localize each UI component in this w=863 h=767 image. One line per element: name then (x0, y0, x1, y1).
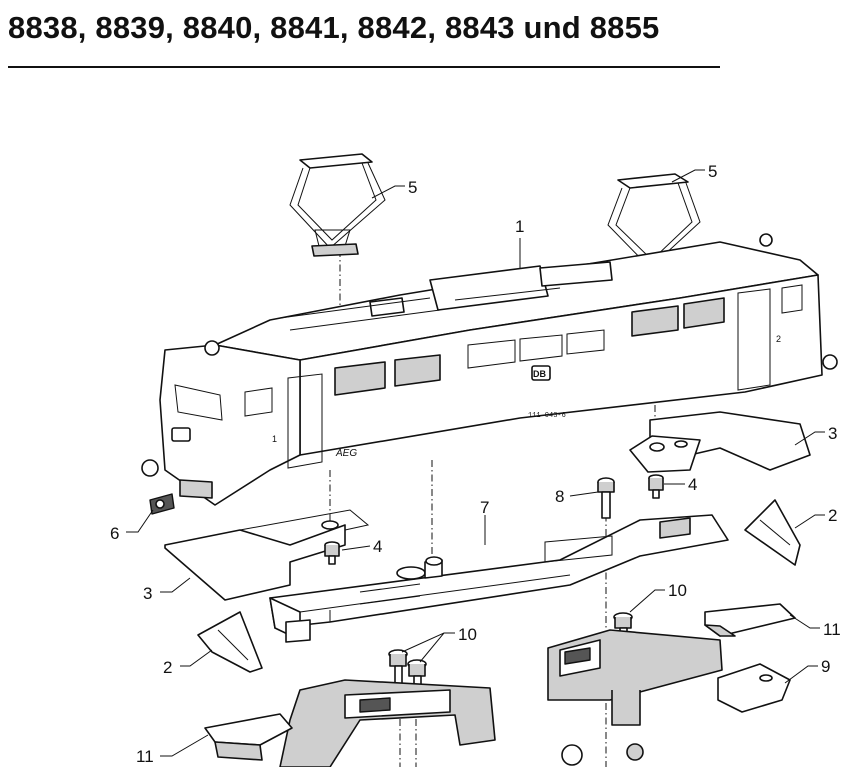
truck-right (547, 629, 723, 766)
callout-3-left: 3 (143, 584, 152, 603)
truck-shield (717, 663, 791, 713)
callout-5-left: 5 (408, 178, 417, 197)
callout-3-right: 3 (828, 424, 837, 443)
callout-leaders (126, 169, 825, 757)
chassis-frame (269, 514, 729, 643)
callout-4-right: 4 (688, 475, 697, 494)
pantograph-left (289, 153, 386, 257)
ballast-plate-left (164, 509, 370, 601)
callout-10-left: 10 (458, 625, 477, 644)
screw-8 (597, 477, 615, 519)
callout-6: 6 (110, 524, 119, 543)
truck-side-left (197, 611, 263, 673)
ballast-plate-right (629, 411, 811, 473)
callout-11-right: 11 (823, 620, 841, 639)
db-logo-text: DB (533, 369, 546, 379)
pickup-holder-right (704, 603, 796, 637)
callout-4-left: 4 (373, 537, 382, 556)
callout-8: 8 (555, 487, 564, 506)
callout-2-left: 2 (163, 658, 172, 677)
loco-number-text: 111 043-6 (528, 412, 566, 420)
callout-7: 7 (480, 498, 489, 517)
callout-1: 1 (515, 217, 524, 236)
screw-4-right (648, 474, 664, 499)
title-rule (8, 66, 720, 68)
callout-2-right: 2 (828, 506, 837, 525)
page-title: 8838, 8839, 8840, 8841, 8842, 8843 und 8… (8, 10, 660, 45)
pickup-holder-left (204, 713, 293, 761)
callout-5-right: 5 (708, 162, 717, 181)
callout-11-left: 11 (136, 747, 154, 766)
svg-text:2: 2 (776, 334, 781, 344)
screw-4-left (324, 541, 340, 565)
truck-side-right (744, 499, 801, 566)
callout-labels: 1 5 5 3 3 4 4 8 7 6 2 2 10 10 11 11 9 (110, 162, 841, 766)
maker-text: AEG (335, 448, 357, 459)
callout-9: 9 (821, 657, 830, 676)
callout-10-right: 10 (668, 581, 687, 600)
coupler-pin (149, 493, 175, 515)
locomotive-body: DB 111 043-6 AEG 1 2 (141, 233, 838, 506)
svg-text:1: 1 (272, 434, 277, 444)
truck-left (279, 679, 496, 767)
